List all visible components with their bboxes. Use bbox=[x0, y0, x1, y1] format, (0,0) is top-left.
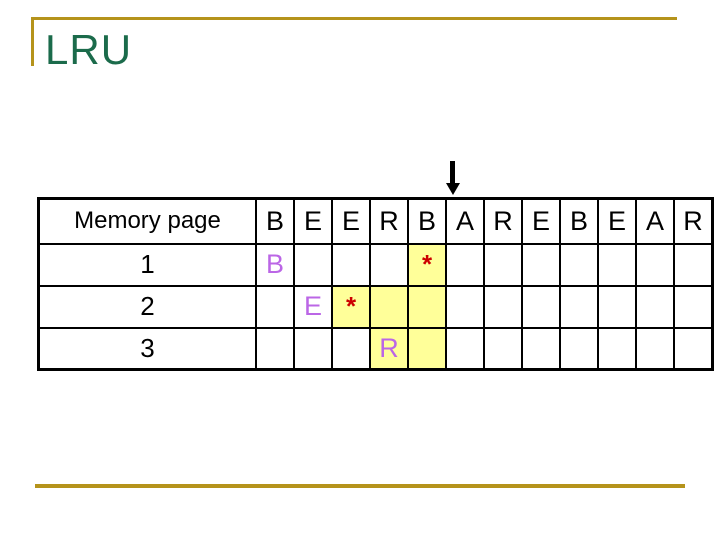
reference-cell: B bbox=[255, 197, 295, 245]
arrow-shaft bbox=[450, 161, 455, 183]
reference-cell: B bbox=[559, 197, 599, 245]
grid-cell bbox=[331, 326, 371, 371]
current-reference-arrow-icon bbox=[446, 161, 460, 196]
grid-cell bbox=[597, 284, 637, 329]
reference-cell: R bbox=[483, 197, 523, 245]
reference-cell: E bbox=[597, 197, 637, 245]
grid-cell bbox=[293, 326, 333, 371]
row-label: 3 bbox=[37, 326, 257, 371]
grid-cell bbox=[293, 242, 333, 287]
row-label: 1 bbox=[37, 242, 257, 287]
grid-cell bbox=[369, 242, 409, 287]
grid-cell bbox=[635, 326, 675, 371]
arrow-head bbox=[446, 183, 460, 195]
grid-cell: * bbox=[407, 242, 447, 287]
grid-cell bbox=[559, 242, 599, 287]
grid-cell bbox=[635, 284, 675, 329]
reference-cell: E bbox=[521, 197, 561, 245]
grid-cell bbox=[445, 284, 485, 329]
grid-cell bbox=[407, 284, 447, 329]
title-accent-line-top bbox=[31, 17, 677, 20]
grid-cell bbox=[369, 284, 409, 329]
reference-cell: E bbox=[293, 197, 333, 245]
grid-cell bbox=[559, 284, 599, 329]
grid-cell: R bbox=[369, 326, 409, 371]
grid-cell: E bbox=[293, 284, 333, 329]
grid-cell: * bbox=[331, 284, 371, 329]
grid-cell bbox=[597, 242, 637, 287]
reference-cell: A bbox=[635, 197, 675, 245]
grid-cell bbox=[483, 242, 523, 287]
grid-cell bbox=[483, 326, 523, 371]
grid-cell bbox=[445, 326, 485, 371]
reference-cell: E bbox=[331, 197, 371, 245]
footer-accent-line bbox=[35, 484, 685, 488]
grid-cell bbox=[673, 284, 714, 329]
grid-cell bbox=[559, 326, 599, 371]
grid-cell bbox=[255, 326, 295, 371]
grid-cell bbox=[521, 326, 561, 371]
grid-cell bbox=[331, 242, 371, 287]
grid-cell bbox=[407, 326, 447, 371]
reference-cell: R bbox=[673, 197, 714, 245]
reference-cell: B bbox=[407, 197, 447, 245]
grid-cell bbox=[483, 284, 523, 329]
reference-cell: R bbox=[369, 197, 409, 245]
grid-cell bbox=[521, 242, 561, 287]
memory-page-header: Memory page bbox=[37, 197, 257, 245]
grid-cell bbox=[673, 326, 714, 371]
slide-title: LRU bbox=[45, 26, 133, 73]
grid-cell bbox=[255, 284, 295, 329]
grid-cell bbox=[635, 242, 675, 287]
reference-cell: A bbox=[445, 197, 485, 245]
grid-cell: B bbox=[255, 242, 295, 287]
grid-cell bbox=[445, 242, 485, 287]
grid-cell bbox=[521, 284, 561, 329]
title-accent-line-left bbox=[31, 17, 34, 66]
row-label: 2 bbox=[37, 284, 257, 329]
grid-cell bbox=[597, 326, 637, 371]
grid-cell bbox=[673, 242, 714, 287]
